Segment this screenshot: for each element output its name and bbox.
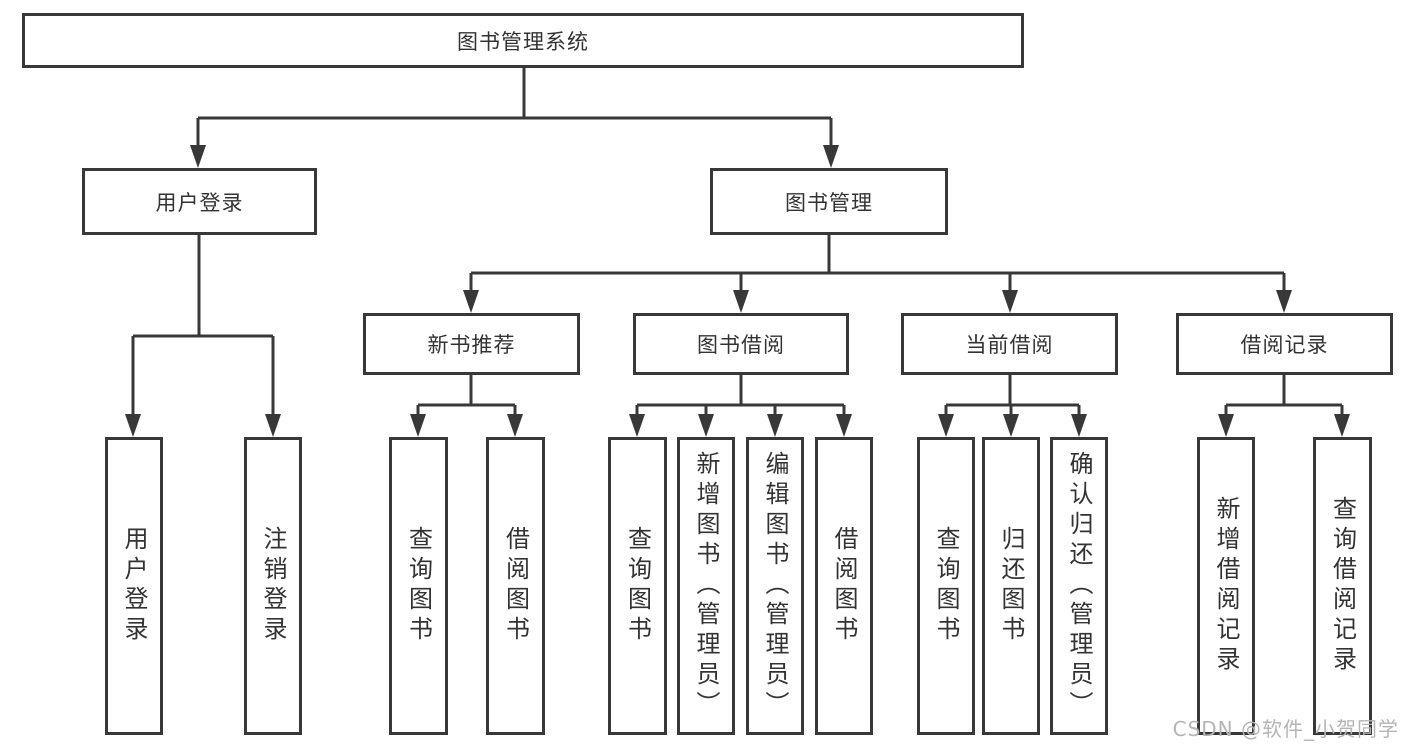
node-edit-books-admin: 编辑图书（管理员） — [746, 437, 804, 735]
arrowhead-icon — [265, 414, 281, 437]
node-book-borrowing: 图书借阅 — [633, 313, 849, 375]
arrowhead-icon — [629, 414, 645, 437]
node-add-borrow-record: 新增借阅记录 — [1197, 437, 1255, 735]
node-query-books-3: 查询图书 — [917, 437, 975, 735]
node-return-books: 归还图书 — [982, 437, 1040, 735]
arrowhead-icon — [1334, 414, 1350, 437]
arrowhead-icon — [507, 414, 523, 437]
arrowhead-icon — [698, 414, 714, 437]
node-user-login: 用户登录 — [82, 168, 317, 235]
node-user-login-leaf: 用户登录 — [105, 437, 163, 735]
arrowhead-icon — [767, 414, 783, 437]
arrowhead-icon — [190, 145, 206, 168]
arrowheads — [125, 145, 1350, 437]
arrowhead-icon — [1276, 290, 1292, 313]
arrowhead-icon — [1002, 290, 1018, 313]
arrowhead-icon — [463, 290, 479, 313]
node-query-borrow-record: 查询借阅记录 — [1313, 437, 1372, 735]
arrowhead-icon — [1003, 414, 1019, 437]
node-borrowing-records: 借阅记录 — [1176, 313, 1393, 375]
node-add-books-admin: 新增图书（管理员） — [677, 437, 735, 735]
node-query-books-1: 查询图书 — [389, 437, 448, 735]
arrowhead-icon — [1071, 414, 1087, 437]
arrowhead-icon — [125, 414, 141, 437]
connector-paths — [131, 68, 1344, 416]
arrowhead-icon — [823, 145, 839, 168]
arrowhead-icon — [836, 414, 852, 437]
arrowhead-icon — [938, 414, 954, 437]
node-borrow-books-1: 借阅图书 — [486, 437, 545, 735]
node-current-borrowing: 当前借阅 — [901, 313, 1118, 375]
node-book-management: 图书管理 — [710, 168, 948, 235]
watermark-text: CSDN @软件_小贺同学 — [1172, 717, 1399, 741]
node-root: 图书管理系统 — [22, 13, 1024, 68]
node-new-book-recommendation: 新书推荐 — [363, 313, 580, 375]
node-borrow-books-2: 借阅图书 — [815, 437, 873, 735]
node-confirm-return-admin: 确认归还（管理员） — [1050, 437, 1108, 735]
node-logout-leaf: 注销登录 — [244, 437, 302, 735]
arrowhead-icon — [1218, 414, 1234, 437]
arrowhead-icon — [410, 414, 426, 437]
arrowhead-icon — [733, 290, 749, 313]
node-query-books-2: 查询图书 — [608, 437, 667, 735]
